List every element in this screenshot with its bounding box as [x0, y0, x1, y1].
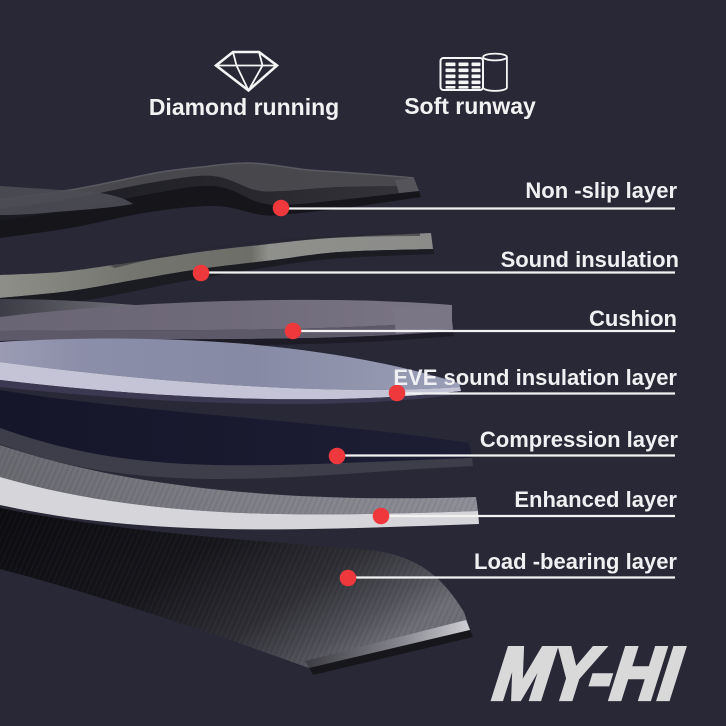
svg-text:Non -slip layer: Non -slip layer [525, 178, 677, 203]
svg-text:Enhanced layer: Enhanced layer [514, 487, 677, 512]
svg-text:Diamond running: Diamond running [149, 94, 339, 120]
svg-text:MY-HI: MY-HI [490, 632, 687, 715]
svg-text:Compression layer: Compression layer [480, 427, 679, 452]
svg-text:Sound insulation: Sound insulation [501, 247, 679, 272]
svg-text:EVE sound insulation layer: EVE sound insulation layer [393, 365, 677, 390]
svg-text:Cushion: Cushion [589, 306, 677, 331]
svg-text:Load -bearing layer: Load -bearing layer [474, 549, 677, 574]
svg-text:Soft runway: Soft runway [404, 93, 536, 119]
